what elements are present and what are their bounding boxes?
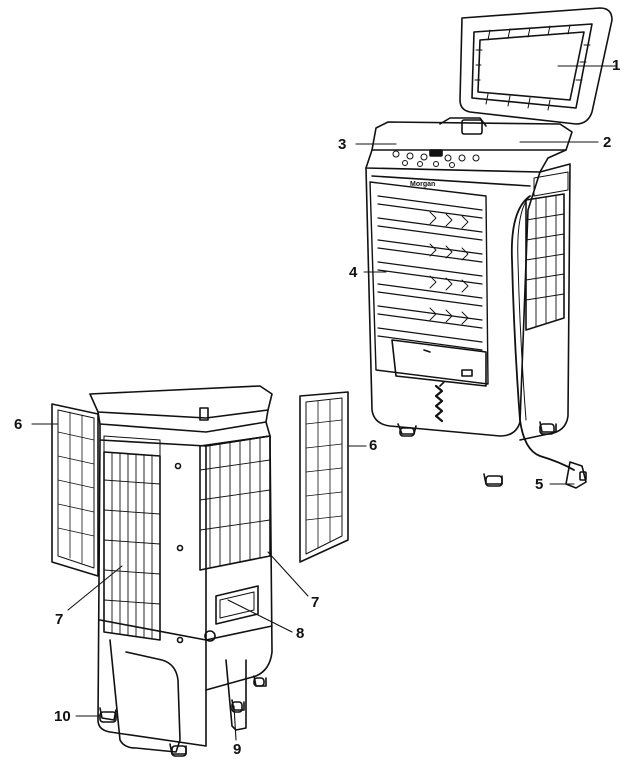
callout-9: 9: [233, 741, 242, 758]
power-cord: [510, 195, 575, 471]
callout-8: 8: [296, 625, 305, 642]
power-plug: [565, 461, 587, 489]
callout-3: 3: [338, 136, 347, 153]
side-filter-grid: [525, 171, 569, 331]
front-casters: [397, 421, 557, 487]
callout-6-right: 6: [369, 437, 378, 454]
filter-panel-right: [299, 391, 349, 563]
front-unit: Morgan: [365, 7, 613, 489]
leader-lines: [31, 65, 617, 741]
callout-7-right: 7: [311, 594, 320, 611]
rear-unit: [89, 385, 273, 757]
callout-7-left: 7: [55, 611, 64, 628]
water-level-window: [434, 384, 444, 423]
callout-5: 5: [535, 476, 544, 493]
rear-left-grille: [103, 435, 161, 641]
brand-logo: Morgan: [410, 181, 435, 188]
front-louvers: [369, 181, 489, 387]
callout-4: 4: [349, 264, 358, 281]
water-tank-lid: [459, 7, 613, 125]
water-inlet-door: [204, 585, 259, 642]
rear-casters: [99, 675, 267, 757]
control-panel: [365, 149, 567, 173]
filter-panel-left: [51, 403, 99, 577]
callout-2: 2: [603, 134, 612, 151]
callout-10: 10: [54, 708, 71, 725]
rear-right-grille: [199, 435, 271, 571]
callout-1: 1: [612, 57, 621, 74]
callout-6-left: 6: [14, 416, 23, 433]
